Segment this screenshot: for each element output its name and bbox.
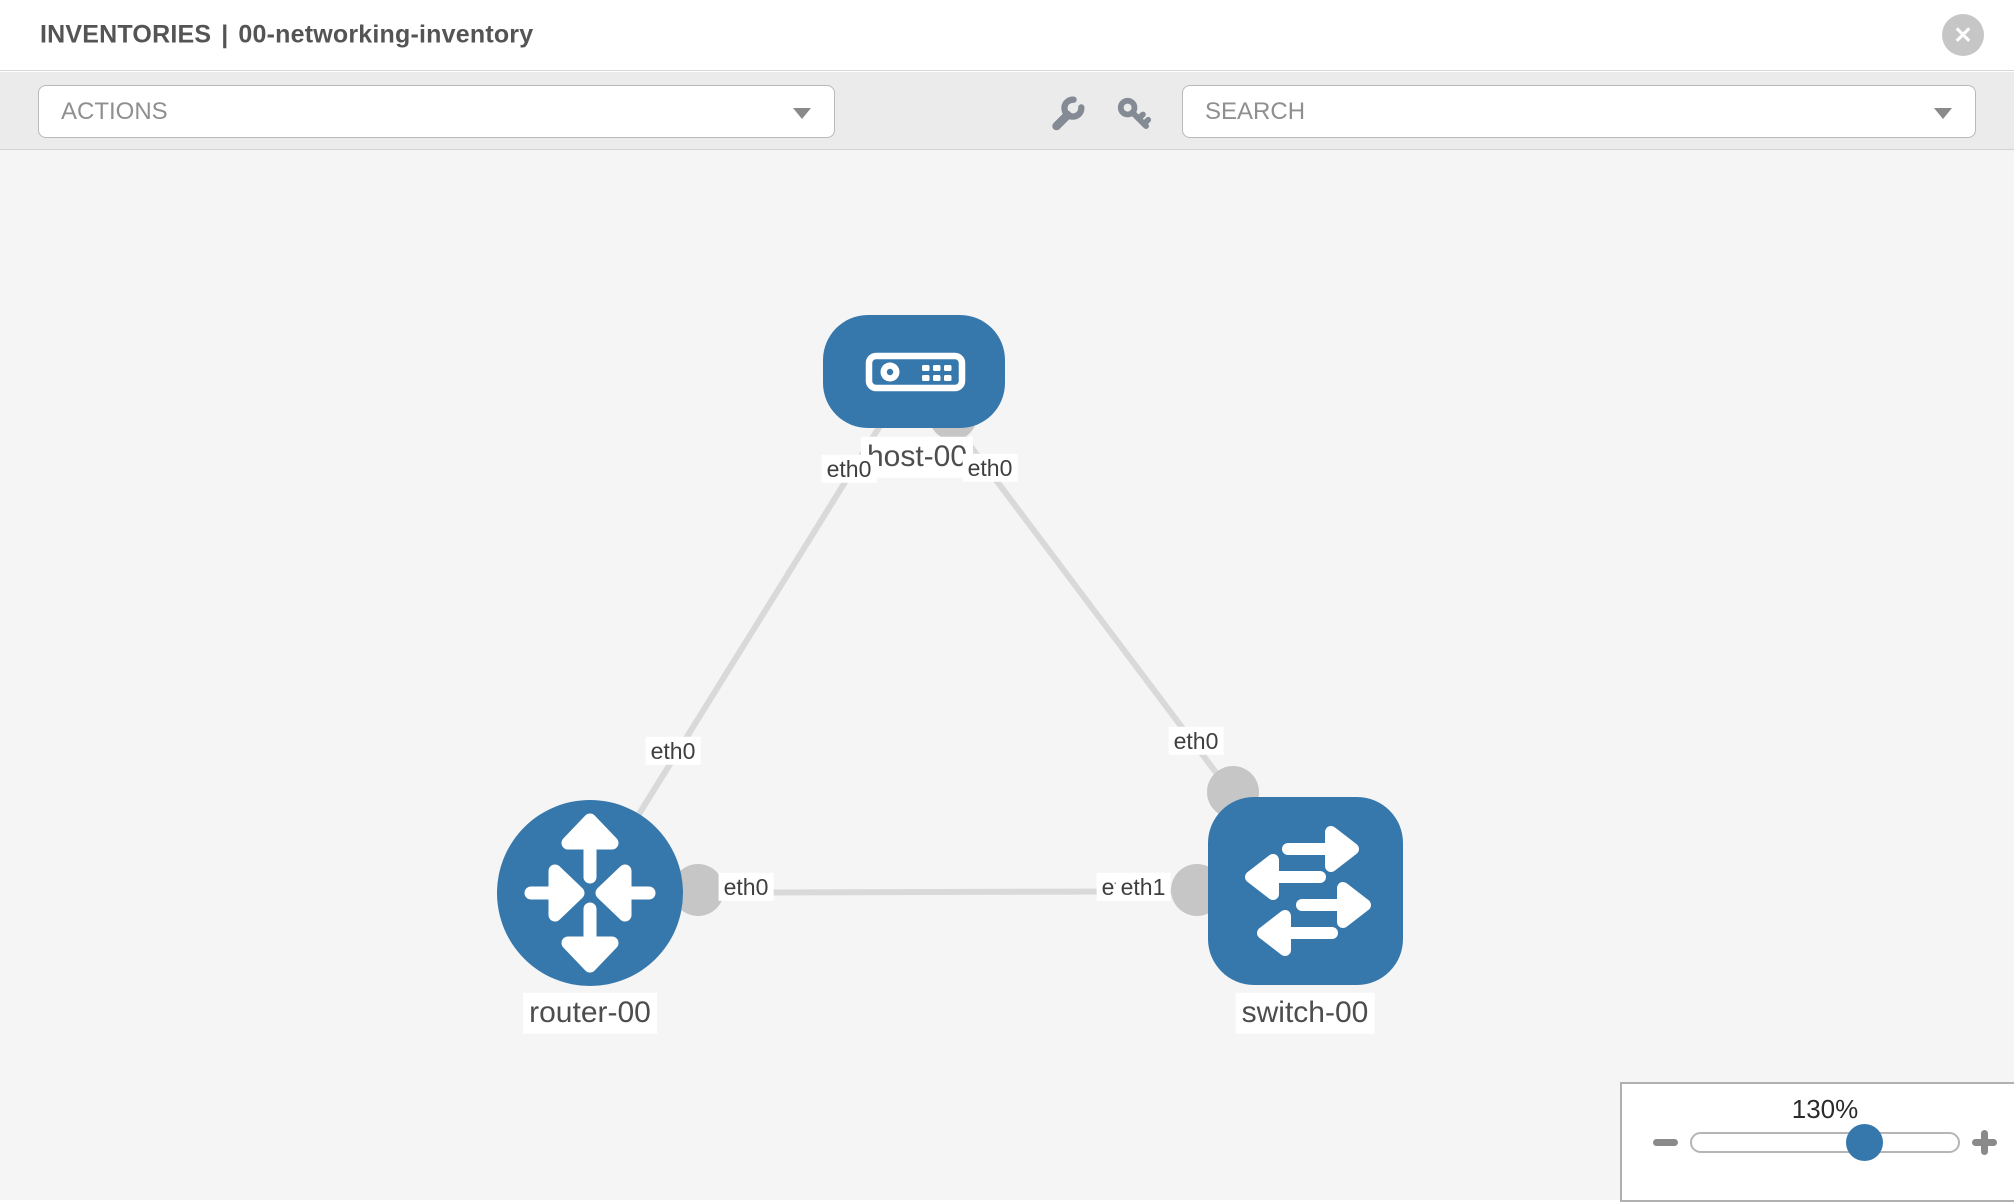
node-label-host-00: host-00 [860, 436, 974, 478]
key-icon-button[interactable] [1116, 96, 1154, 134]
page-title: INVENTORIES | 00-networking-inventory [40, 21, 533, 50]
close-icon: ✕ [1953, 21, 1973, 48]
router-icon [524, 813, 656, 973]
wrench-icon [1052, 96, 1085, 131]
interface-label-router-eth0-to-switch: eth0 [718, 872, 774, 902]
key-icon [1117, 97, 1152, 129]
chevron-down-icon [1934, 108, 1952, 119]
interface-label-switch-eth1-to-router: eth1 [1115, 872, 1171, 902]
inventory-name: 00-networking-inventory [238, 20, 534, 49]
node-label-router-00: router-00 [523, 992, 657, 1034]
host-icon [865, 352, 966, 392]
header-bar: INVENTORIES | 00-networking-inventory ✕ [0, 0, 2014, 71]
search-dropdown[interactable]: SEARCH [1182, 85, 1976, 138]
close-button[interactable]: ✕ [1942, 14, 1984, 56]
node-label-switch-00: switch-00 [1235, 992, 1375, 1034]
interface-label-host-eth0-to-router: eth0 [821, 454, 877, 484]
chevron-down-icon [793, 108, 811, 119]
wrench-icon-button[interactable] [1047, 96, 1085, 134]
zoom-slider-thumb[interactable] [1846, 1124, 1883, 1161]
search-dropdown-label: SEARCH [1205, 97, 1306, 125]
zoom-slider-track[interactable] [1690, 1132, 1960, 1153]
zoom-in-button[interactable] [1972, 1130, 1997, 1155]
topology-canvas[interactable]: host-00 router-00 switch-00 eth0 eth0 et… [0, 150, 2014, 1202]
actions-dropdown-label: ACTIONS [61, 97, 168, 125]
interface-circle-router-right[interactable] [672, 864, 724, 916]
node-switch-00[interactable] [1208, 797, 1403, 985]
toolbar: ACTIONS SEARCH [0, 72, 2014, 150]
breadcrumb-section: INVENTORIES [40, 20, 212, 49]
topology-svg[interactable] [0, 150, 2014, 1200]
breadcrumb-separator: | [221, 20, 229, 49]
zoom-level-value: 130% [1791, 1094, 1859, 1124]
node-host-00[interactable] [823, 315, 1005, 428]
interface-label-host-eth0-to-switch: eth0 [962, 453, 1018, 483]
node-router-00[interactable] [497, 800, 683, 986]
switch-icon [1245, 826, 1371, 956]
interface-label-switch-eth0-to-host: eth0 [1168, 726, 1224, 756]
zoom-control-panel: 130% [1620, 1082, 2014, 1202]
interface-label-router-eth0-to-host: eth0 [645, 736, 701, 766]
zoom-out-button[interactable] [1653, 1139, 1678, 1146]
actions-dropdown[interactable]: ACTIONS [38, 85, 835, 138]
